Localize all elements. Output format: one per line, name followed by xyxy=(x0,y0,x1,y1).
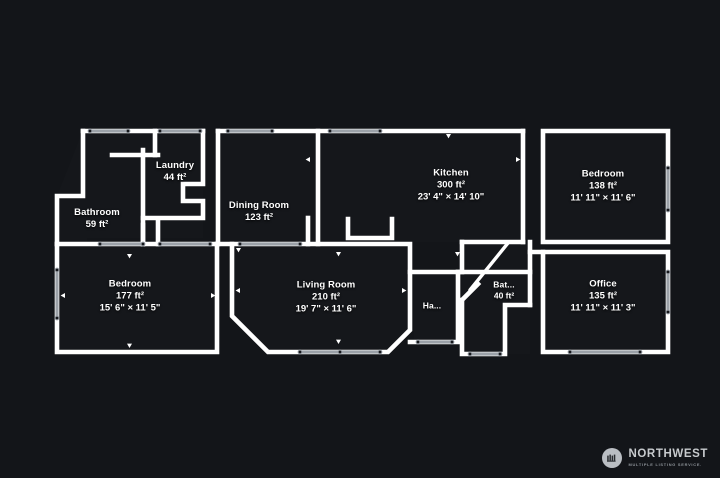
wall-center-bath-south xyxy=(459,297,533,357)
wall-bathroom-west xyxy=(54,128,86,247)
wall-office-outline xyxy=(540,249,671,355)
windows xyxy=(55,129,670,356)
door-markers xyxy=(60,134,521,348)
wall-living-room-outline xyxy=(229,241,413,355)
wall-center-bath-angle xyxy=(458,280,482,304)
nwmls-wordmark: NORTHWEST MULTIPLE LISTING SERVICE. xyxy=(628,449,708,467)
stair-diagonal xyxy=(468,241,510,292)
wall-laundry-east-south xyxy=(140,128,206,221)
window-joints xyxy=(54,128,671,357)
room-floors xyxy=(57,130,665,354)
wall-bedroom-topright xyxy=(540,128,671,245)
nwmls-tagline-text: MULTIPLE LISTING SERVICE. xyxy=(628,461,702,467)
wall-kitchen-island xyxy=(345,216,395,241)
nwmls-mark-icon xyxy=(602,448,623,468)
nwmls-logo: NORTHWEST MULTIPLE LISTING SERVICE. xyxy=(602,448,708,468)
nwmls-brand-text: NORTHWEST xyxy=(628,448,708,461)
